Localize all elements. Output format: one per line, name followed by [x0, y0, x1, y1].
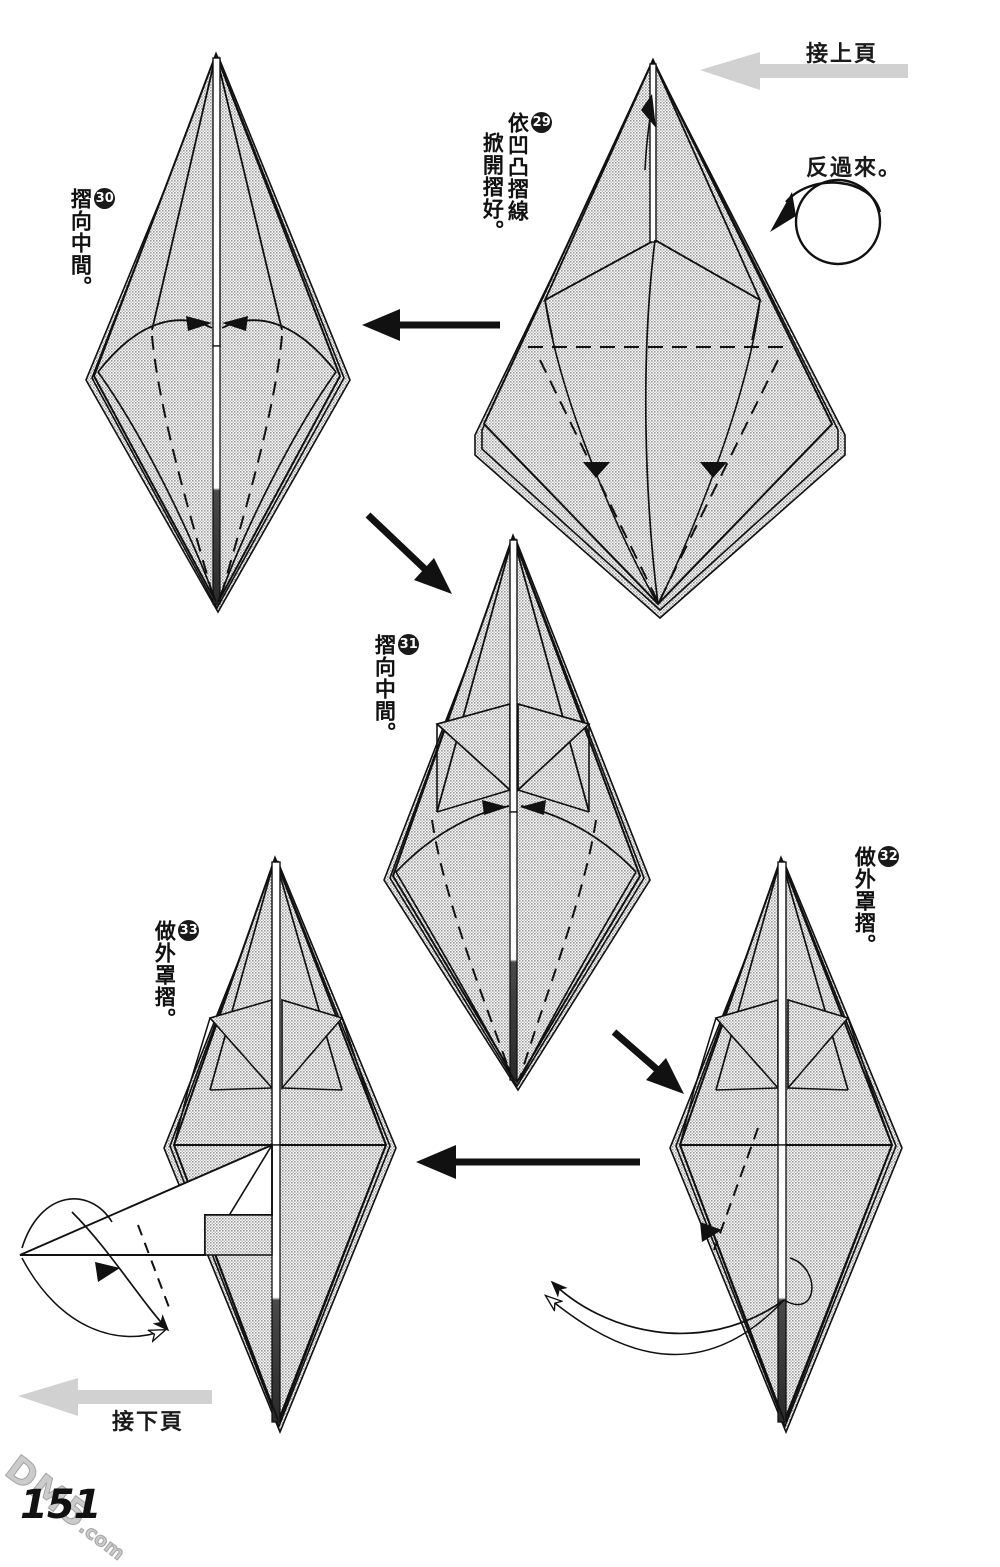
next-page-arrow-icon [18, 1378, 212, 1416]
step-32-number: 32 [878, 846, 900, 867]
step-31-caption: 31 摺向中間。 [372, 634, 421, 744]
step-33-number: 33 [178, 920, 200, 941]
step-29-number: 29 [531, 112, 553, 133]
flip-over-label: 反過來。 [806, 156, 903, 181]
step-31-number: 31 [398, 634, 420, 655]
transition-arrow-30-to-31 [365, 512, 452, 594]
step-30-number: 30 [94, 188, 116, 209]
step-33-text: 做外罩摺。 [152, 920, 177, 1030]
rotate-flip-icon [770, 178, 882, 266]
step-31-figure [383, 533, 651, 1092]
step-33-caption: 33 做外罩摺。 [152, 920, 201, 1030]
step-30-text: 摺向中間。 [68, 188, 93, 298]
step-30-figure [85, 51, 351, 614]
step-33-figure [19, 855, 397, 1435]
transition-arrow-29-to-30 [362, 309, 500, 341]
prev-page-arrow-icon [700, 52, 908, 90]
step-32-caption: 32 做外罩摺。 [852, 846, 901, 956]
step-31-text: 摺向中間。 [372, 634, 397, 744]
step-32-text: 做外罩摺。 [852, 846, 877, 956]
transition-arrow-31-to-32 [611, 1029, 684, 1094]
step-29-figure [474, 57, 846, 620]
continue-from-previous-page-label: 接上頁 [806, 42, 879, 67]
step-30-caption: 30 摺向中間。 [68, 188, 117, 298]
step-29-caption: 29 依凹凸摺線 [505, 112, 554, 222]
step-32-figure [546, 855, 903, 1435]
page-number: 151 [20, 1482, 101, 1528]
step-29-line-2: 掀開摺好。 [480, 132, 505, 242]
continue-next-page-label: 接下頁 [112, 1410, 185, 1435]
transition-arrow-32-to-33 [416, 1145, 640, 1179]
step-29-caption-line2: 掀開摺好。 [480, 132, 504, 242]
step-29-line-1: 依凹凸摺線 [505, 112, 530, 222]
